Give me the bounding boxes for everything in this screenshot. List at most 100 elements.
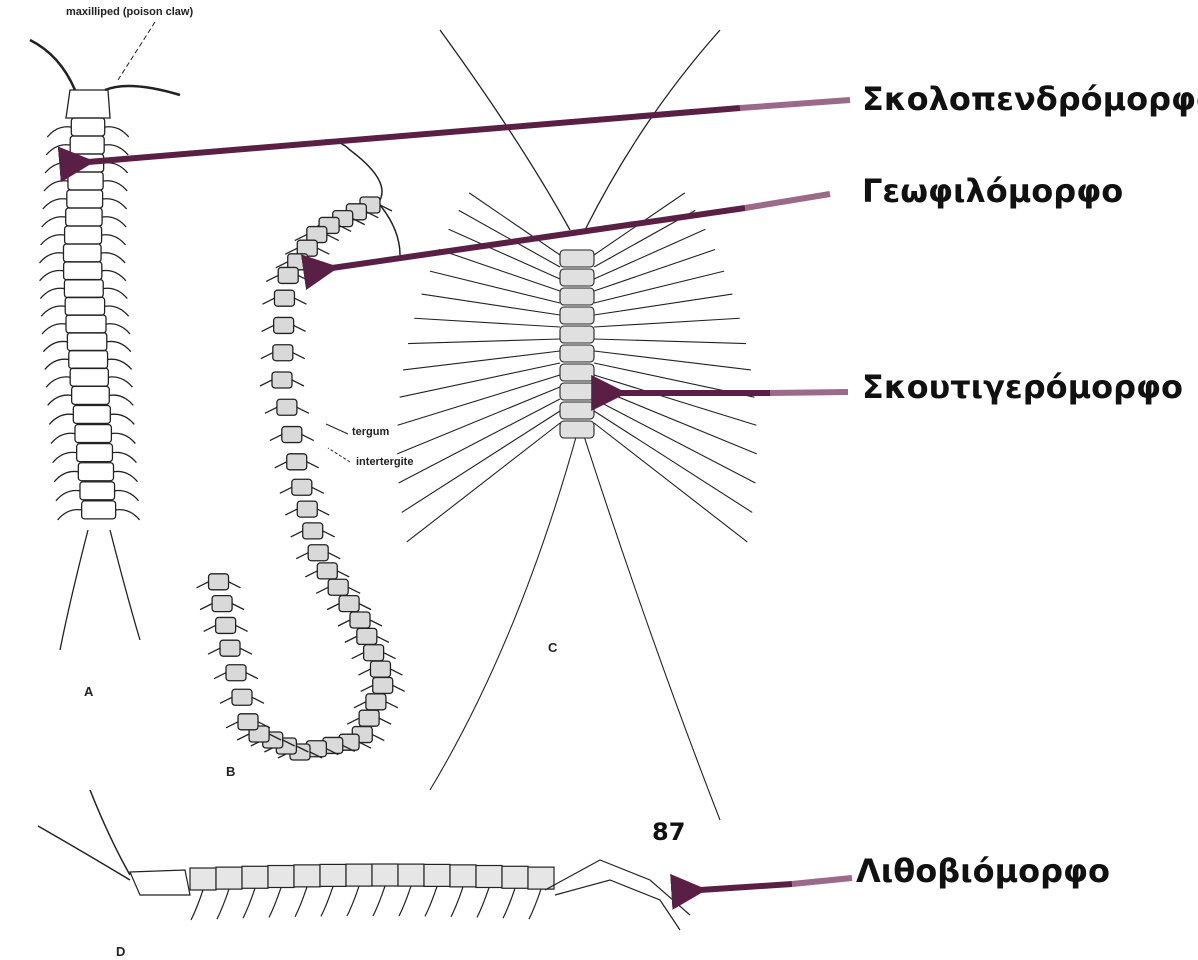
body-segment <box>560 269 594 286</box>
specimen-c-scutigeromorph <box>397 30 757 820</box>
body-segment <box>70 136 104 154</box>
antenna <box>380 205 400 255</box>
body-segment <box>364 645 384 661</box>
leg <box>265 407 277 413</box>
leg <box>47 127 71 137</box>
leg <box>246 673 258 679</box>
leg <box>49 414 73 424</box>
leg <box>42 217 66 227</box>
leg <box>103 199 127 209</box>
leg <box>408 339 560 344</box>
leg <box>308 262 320 268</box>
body-segment <box>72 386 110 404</box>
body-segment <box>476 866 502 888</box>
leg <box>594 318 740 327</box>
maxilliped-leader-line <box>118 22 155 80</box>
leg <box>345 636 357 642</box>
body-segment <box>339 596 359 612</box>
leg <box>297 407 309 413</box>
leg <box>439 250 560 291</box>
body-segment <box>220 640 240 656</box>
leg <box>379 718 391 724</box>
body-segment <box>63 244 101 262</box>
leg <box>594 250 715 291</box>
leg <box>305 571 317 577</box>
body-segment <box>278 267 298 283</box>
body-segment <box>398 864 424 886</box>
leg <box>291 531 303 537</box>
terminal-leg <box>60 530 88 650</box>
page-number: 87 <box>652 818 685 846</box>
leg <box>594 411 752 512</box>
body-segment <box>560 421 594 438</box>
head <box>66 90 110 118</box>
body-segment <box>65 297 104 315</box>
leg <box>307 462 319 468</box>
figure-letter-a: A <box>84 684 93 699</box>
leg <box>41 235 65 245</box>
terminal-leg <box>110 530 140 640</box>
body-segment <box>274 317 294 333</box>
label-lithobiomorph: Λιθοβιόμορφο <box>856 852 1110 890</box>
body-segment <box>373 677 393 693</box>
leg <box>191 890 203 920</box>
leg <box>45 163 69 173</box>
label-scutigeromorph: Σκουτιγερόμορφο <box>862 368 1183 406</box>
body-segment <box>424 864 450 886</box>
leg <box>594 294 732 315</box>
leg <box>46 377 70 387</box>
leg <box>102 235 126 245</box>
antenna <box>90 790 130 875</box>
leg <box>53 452 77 462</box>
leg <box>39 253 63 263</box>
leg <box>262 325 274 331</box>
leg <box>316 587 328 593</box>
arrow-scolopendromorph <box>88 100 850 162</box>
leg <box>403 351 560 370</box>
leg <box>399 399 560 483</box>
leg <box>321 886 333 916</box>
terminal-leg <box>545 860 690 915</box>
leg <box>106 324 130 334</box>
leg <box>422 294 560 315</box>
leg <box>294 298 306 304</box>
leg <box>48 395 72 405</box>
leg <box>114 471 138 481</box>
body-segment <box>64 262 102 280</box>
leg <box>243 888 255 918</box>
body-segment <box>80 482 115 500</box>
leg <box>594 375 756 425</box>
body-segment <box>68 172 103 190</box>
body-segment <box>560 326 594 343</box>
leg <box>261 353 273 359</box>
body-segment <box>82 501 116 519</box>
leg <box>220 697 232 703</box>
label-scolopendromorph: Σκολοπενδρόμορφο <box>862 80 1198 118</box>
leg <box>270 435 282 441</box>
body-segment <box>67 333 106 351</box>
leg <box>41 306 65 316</box>
body-segment <box>274 290 294 306</box>
body-segment <box>370 661 390 677</box>
body-segment <box>190 868 216 890</box>
leg <box>43 341 67 351</box>
leg <box>359 604 371 610</box>
body-segment <box>64 280 103 298</box>
leg <box>397 387 560 454</box>
leg <box>269 888 281 918</box>
leg <box>112 452 136 462</box>
leg <box>293 353 305 359</box>
body-segment <box>232 689 252 705</box>
leg <box>399 886 411 916</box>
leg <box>370 620 382 626</box>
leg <box>285 509 297 515</box>
leg <box>337 571 349 577</box>
leg <box>425 886 437 916</box>
specimen-a-scolopendromorph <box>30 40 180 650</box>
body-segment <box>560 402 594 419</box>
body-segment <box>67 190 103 208</box>
leg <box>56 491 80 501</box>
leg <box>102 217 126 227</box>
leg <box>292 380 304 386</box>
